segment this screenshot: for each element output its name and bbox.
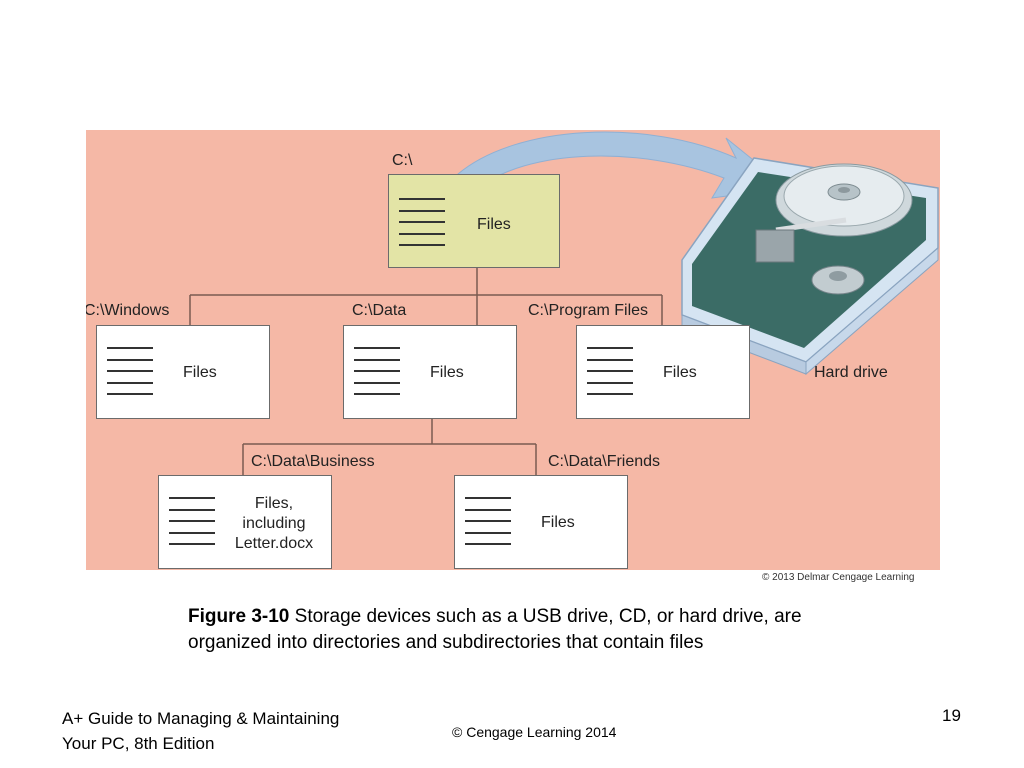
lines-icon [169, 497, 215, 555]
folder-content-program-files: Files [663, 364, 697, 381]
path-label-root: C:\ [392, 152, 413, 169]
folder-box-program-files: Files [576, 325, 750, 419]
folder-box-friends: Files [454, 475, 628, 569]
path-label-friends: C:\Data\Friends [548, 453, 661, 470]
caption-text: Storage devices such as a USB drive, CD,… [188, 606, 802, 653]
lines-icon [354, 347, 400, 405]
path-label-program-files: C:\Program Files [528, 302, 649, 319]
figure-caption: Figure 3-10 Storage devices such as a US… [188, 604, 848, 656]
path-label-data: C:\Data [352, 302, 407, 319]
figure-label: Figure 3-10 [188, 606, 290, 627]
footer-copyright: © Cengage Learning 2014 [452, 724, 617, 740]
folder-box-data: Files [343, 325, 517, 419]
folder-content-business: Files, including Letter.docx [234, 495, 314, 552]
folder-box-windows: Files [96, 325, 270, 419]
folder-content-data: Files [430, 364, 464, 381]
lines-icon [587, 347, 633, 405]
lines-icon [399, 198, 445, 256]
path-label-windows: C:\Windows [86, 302, 170, 319]
connector-lines [189, 131, 939, 475]
hard-drive-icon [681, 157, 939, 376]
page-number: 19 [942, 706, 961, 725]
footer-book-title: A+ Guide to Managing & Maintaining Your … [62, 709, 340, 753]
folder-box-root: Files [388, 174, 560, 268]
folder-content-windows: Files [183, 364, 217, 381]
folder-content-friends: Files [541, 514, 575, 531]
path-label-business: C:\Data\Business [251, 453, 375, 470]
folder-box-business: Files, including Letter.docx [158, 475, 332, 569]
lines-icon [107, 347, 153, 405]
figure-credit: © 2013 Delmar Cengage Learning [762, 572, 915, 583]
device-label: Hard drive [814, 364, 888, 381]
folder-content-root: Files [477, 216, 511, 233]
lines-icon [465, 497, 511, 555]
directory-tree-figure: C:\ Files C:\Windows Files C:\Data Files… [86, 130, 940, 570]
